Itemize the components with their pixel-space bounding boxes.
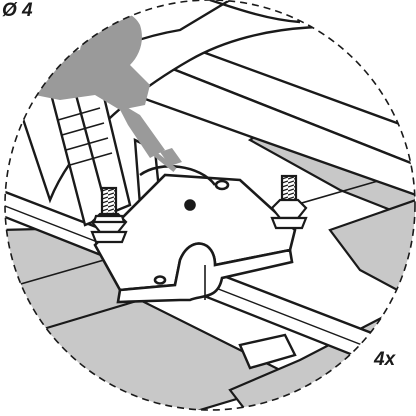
quantity-label: 4x — [374, 349, 396, 370]
pipe-clamp — [93, 164, 297, 304]
hex-bolt-left — [90, 186, 128, 244]
lower-bracket — [238, 333, 297, 370]
hex-bolt-right — [270, 174, 308, 230]
power-drill-icon — [22, 10, 182, 172]
drill-diameter-label: Ø 4 — [2, 0, 33, 21]
detail-circle-outline — [4, 0, 416, 411]
